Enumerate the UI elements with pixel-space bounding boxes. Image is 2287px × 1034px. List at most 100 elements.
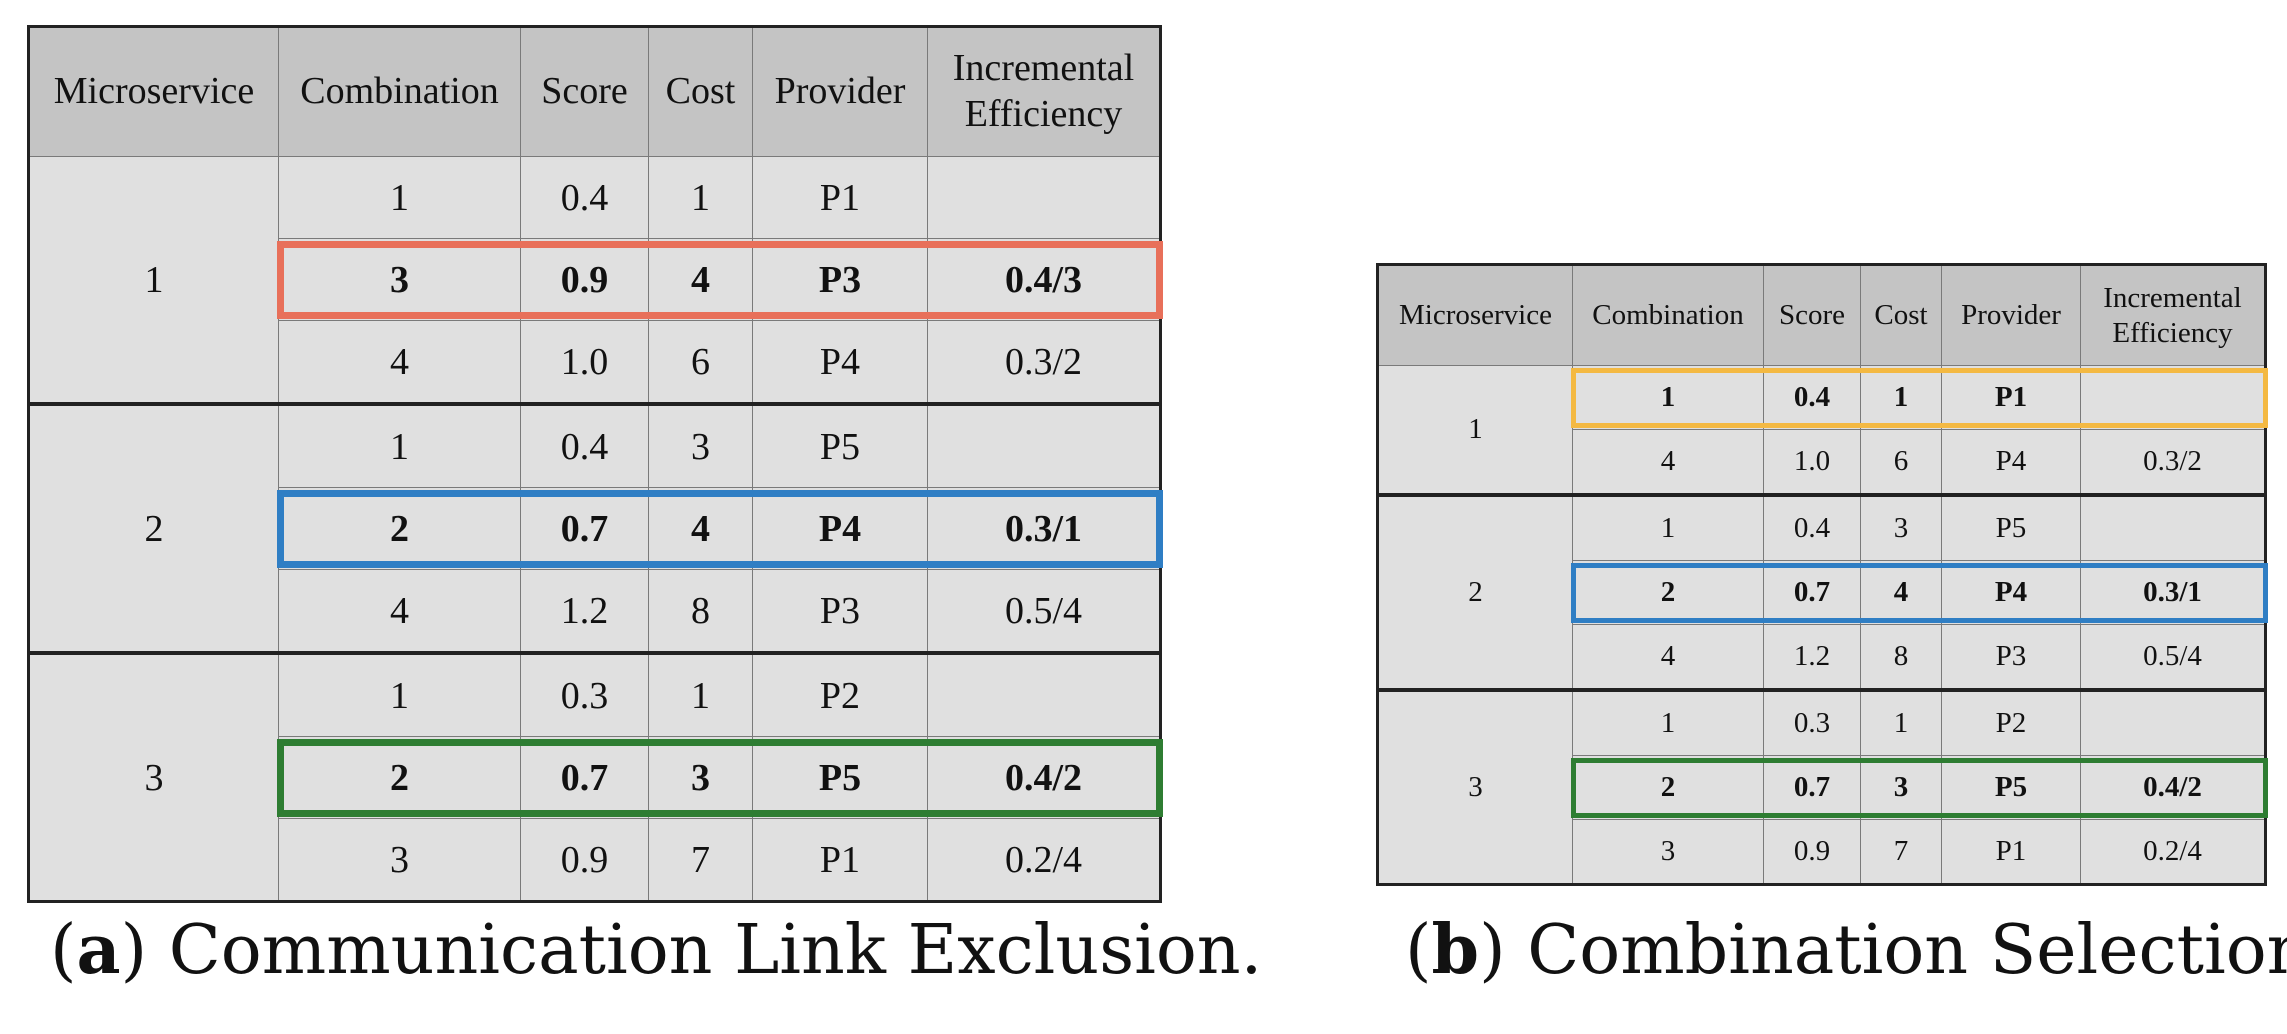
score-cell: 0.7 (520, 487, 649, 570)
efficiency-cell: 0.2/4 (927, 818, 1161, 902)
score-cell: 0.3 (1763, 688, 1861, 756)
caption-b-text: Combination Selection. (1527, 911, 2287, 990)
provider-cell: P4 (752, 320, 928, 405)
combination-cell: 1 (1572, 493, 1764, 561)
cost-cell: 3 (648, 402, 753, 488)
cost-cell: 3 (648, 736, 753, 819)
combination-cell: 3 (278, 238, 521, 321)
efficiency-cell: 0.4/2 (2080, 755, 2266, 820)
score-cell: 0.7 (1763, 755, 1861, 820)
combination-cell: 3 (1572, 819, 1764, 885)
score-cell: 0.4 (1763, 493, 1861, 561)
header-microservice: Microservice (1377, 264, 1573, 366)
caption-b-label: b (1431, 910, 1480, 990)
provider-cell: P5 (1941, 755, 2081, 820)
header-combination: Combination (278, 26, 521, 157)
score-cell: 0.3 (520, 651, 649, 737)
efficiency-cell: 0.5/4 (927, 569, 1161, 654)
microservice-cell: 3 (1377, 688, 1573, 885)
cost-cell: 6 (648, 320, 753, 405)
efficiency-cell: 0.3/1 (927, 487, 1161, 570)
header-microservice: Microservice (28, 26, 279, 157)
cost-cell: 8 (648, 569, 753, 654)
combination-cell: 1 (1572, 688, 1764, 756)
header-provider: Provider (1941, 264, 2081, 366)
panel-a: Microservice Combination Score Cost Prov… (27, 25, 1163, 903)
header-incremental-efficiency: Incremental Efficiency (2080, 264, 2266, 366)
cost-cell: 6 (1860, 429, 1942, 496)
microservice-cell: 2 (1377, 493, 1573, 691)
score-cell: 0.7 (1763, 560, 1861, 625)
combination-cell: 4 (278, 569, 521, 654)
score-cell: 0.4 (520, 402, 649, 488)
score-cell: 1.2 (520, 569, 649, 654)
efficiency-cell (2080, 688, 2266, 756)
provider-cell: P3 (752, 238, 928, 321)
provider-cell: P3 (752, 569, 928, 654)
combination-cell: 2 (278, 736, 521, 819)
cost-cell: 1 (1860, 365, 1942, 430)
provider-cell: P5 (752, 402, 928, 488)
provider-cell: P4 (1941, 560, 2081, 625)
cost-cell: 1 (1860, 688, 1942, 756)
caption-a-text: Communication Link Exclusion. (168, 911, 1263, 990)
header-incremental-efficiency: Incremental Efficiency (927, 26, 1161, 157)
caption-a-label: a (76, 910, 121, 990)
combination-cell: 4 (1572, 429, 1764, 496)
cost-cell: 3 (1860, 755, 1942, 820)
provider-cell: P1 (752, 156, 928, 239)
provider-cell: P3 (1941, 624, 2081, 691)
combination-cell: 1 (278, 402, 521, 488)
header-score: Score (520, 26, 649, 157)
provider-cell: P1 (752, 818, 928, 902)
combination-cell: 1 (278, 651, 521, 737)
score-cell: 0.4 (520, 156, 649, 239)
combination-cell: 4 (278, 320, 521, 405)
cost-cell: 4 (648, 487, 753, 570)
combination-cell: 1 (1572, 365, 1764, 430)
score-cell: 0.4 (1763, 365, 1861, 430)
provider-cell: P4 (1941, 429, 2081, 496)
efficiency-cell: 0.5/4 (2080, 624, 2266, 691)
efficiency-cell (927, 156, 1161, 239)
table-a-header-row: Microservice Combination Score Cost Prov… (28, 26, 1161, 157)
caption-b: (b) Combination Selection. (1405, 910, 2287, 990)
panel-b: Microservice Combination Score Cost Prov… (1376, 263, 2268, 886)
combination-cell: 4 (1572, 624, 1764, 691)
combination-cell: 2 (278, 487, 521, 570)
table-b: Microservice Combination Score Cost Prov… (1376, 263, 2267, 886)
microservice-cell: 1 (1377, 365, 1573, 496)
efficiency-cell: 0.3/2 (2080, 429, 2266, 496)
combination-cell: 1 (278, 156, 521, 239)
score-cell: 1.2 (1763, 624, 1861, 691)
score-cell: 0.9 (520, 238, 649, 321)
header-combination: Combination (1572, 264, 1764, 366)
header-cost: Cost (1860, 264, 1942, 366)
header-provider: Provider (752, 26, 928, 157)
cost-cell: 4 (648, 238, 753, 321)
provider-cell: P5 (752, 736, 928, 819)
efficiency-cell (2080, 365, 2266, 430)
provider-cell: P1 (1941, 819, 2081, 885)
score-cell: 0.7 (520, 736, 649, 819)
cost-cell: 8 (1860, 624, 1942, 691)
efficiency-cell: 0.2/4 (2080, 819, 2266, 885)
cost-cell: 3 (1860, 493, 1942, 561)
efficiency-cell (927, 651, 1161, 737)
score-cell: 1.0 (520, 320, 649, 405)
efficiency-cell (2080, 493, 2266, 561)
cost-cell: 7 (1860, 819, 1942, 885)
